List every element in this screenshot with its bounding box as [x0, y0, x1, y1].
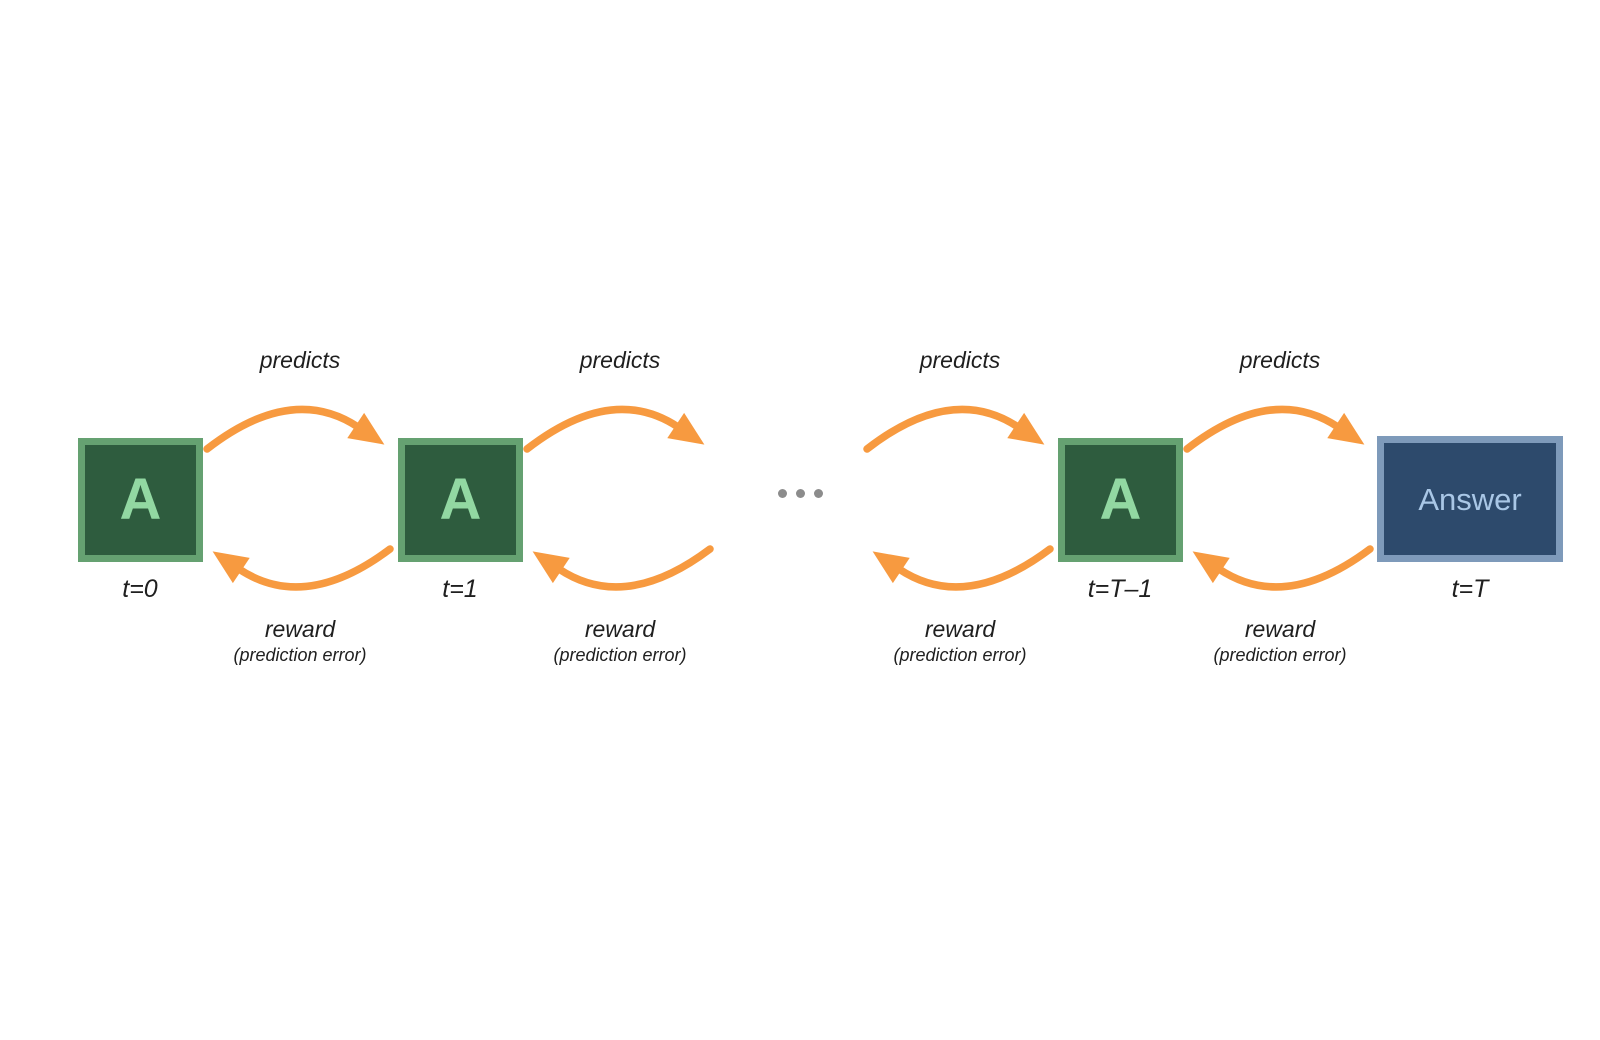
predicts-label-1: predicts	[259, 347, 341, 373]
time-label-t-minus-1: t=T–1	[1087, 575, 1153, 603]
agent-letter: A	[439, 467, 482, 532]
time-label-t0: t=0	[122, 575, 158, 603]
predicts-arrow-2	[523, 405, 705, 453]
reward-arrow-1	[212, 545, 394, 591]
predicts-label-4: predicts	[1239, 347, 1321, 373]
predicts-arrow-3	[863, 405, 1045, 453]
reward-arrow-2	[532, 545, 714, 591]
answer-label: Answer	[1418, 481, 1522, 517]
ellipsis	[778, 489, 823, 498]
reward-label-group-4: reward (prediction error)	[1120, 615, 1440, 667]
predicts-label-2: predicts	[579, 347, 661, 373]
prediction-error-label: (prediction error)	[553, 645, 687, 665]
answer-box: Answer	[1377, 436, 1563, 562]
predicts-label-3: predicts	[919, 347, 1001, 373]
predicts-arrow-1	[203, 405, 385, 453]
agent-letter: A	[1099, 467, 1142, 532]
reward-label: reward	[924, 616, 996, 642]
predicts-arrow-4	[1183, 405, 1365, 453]
agent-box-t1: A	[398, 438, 523, 562]
reward-label: reward	[1244, 616, 1316, 642]
reward-arrow-3	[872, 545, 1054, 591]
time-label-tT: t=T	[1451, 575, 1489, 603]
ellipsis-dot	[796, 489, 805, 498]
reward-label: reward	[584, 616, 656, 642]
agent-letter: A	[119, 467, 162, 532]
prediction-error-label: (prediction error)	[1213, 645, 1347, 665]
reward-label-group-1: reward (prediction error)	[140, 615, 460, 667]
agent-box-t-minus-1: A	[1058, 438, 1183, 562]
reward-label: reward	[264, 616, 336, 642]
prediction-error-label: (prediction error)	[233, 645, 367, 665]
ellipsis-dot	[814, 489, 823, 498]
reward-label-group-2: reward (prediction error)	[460, 615, 780, 667]
ellipsis-dot	[778, 489, 787, 498]
reward-arrow-4	[1192, 545, 1374, 591]
time-label-t1: t=1	[442, 575, 478, 603]
agent-box-t0: A	[78, 438, 203, 562]
reward-label-group-3: reward (prediction error)	[800, 615, 1120, 667]
prediction-error-label: (prediction error)	[893, 645, 1027, 665]
